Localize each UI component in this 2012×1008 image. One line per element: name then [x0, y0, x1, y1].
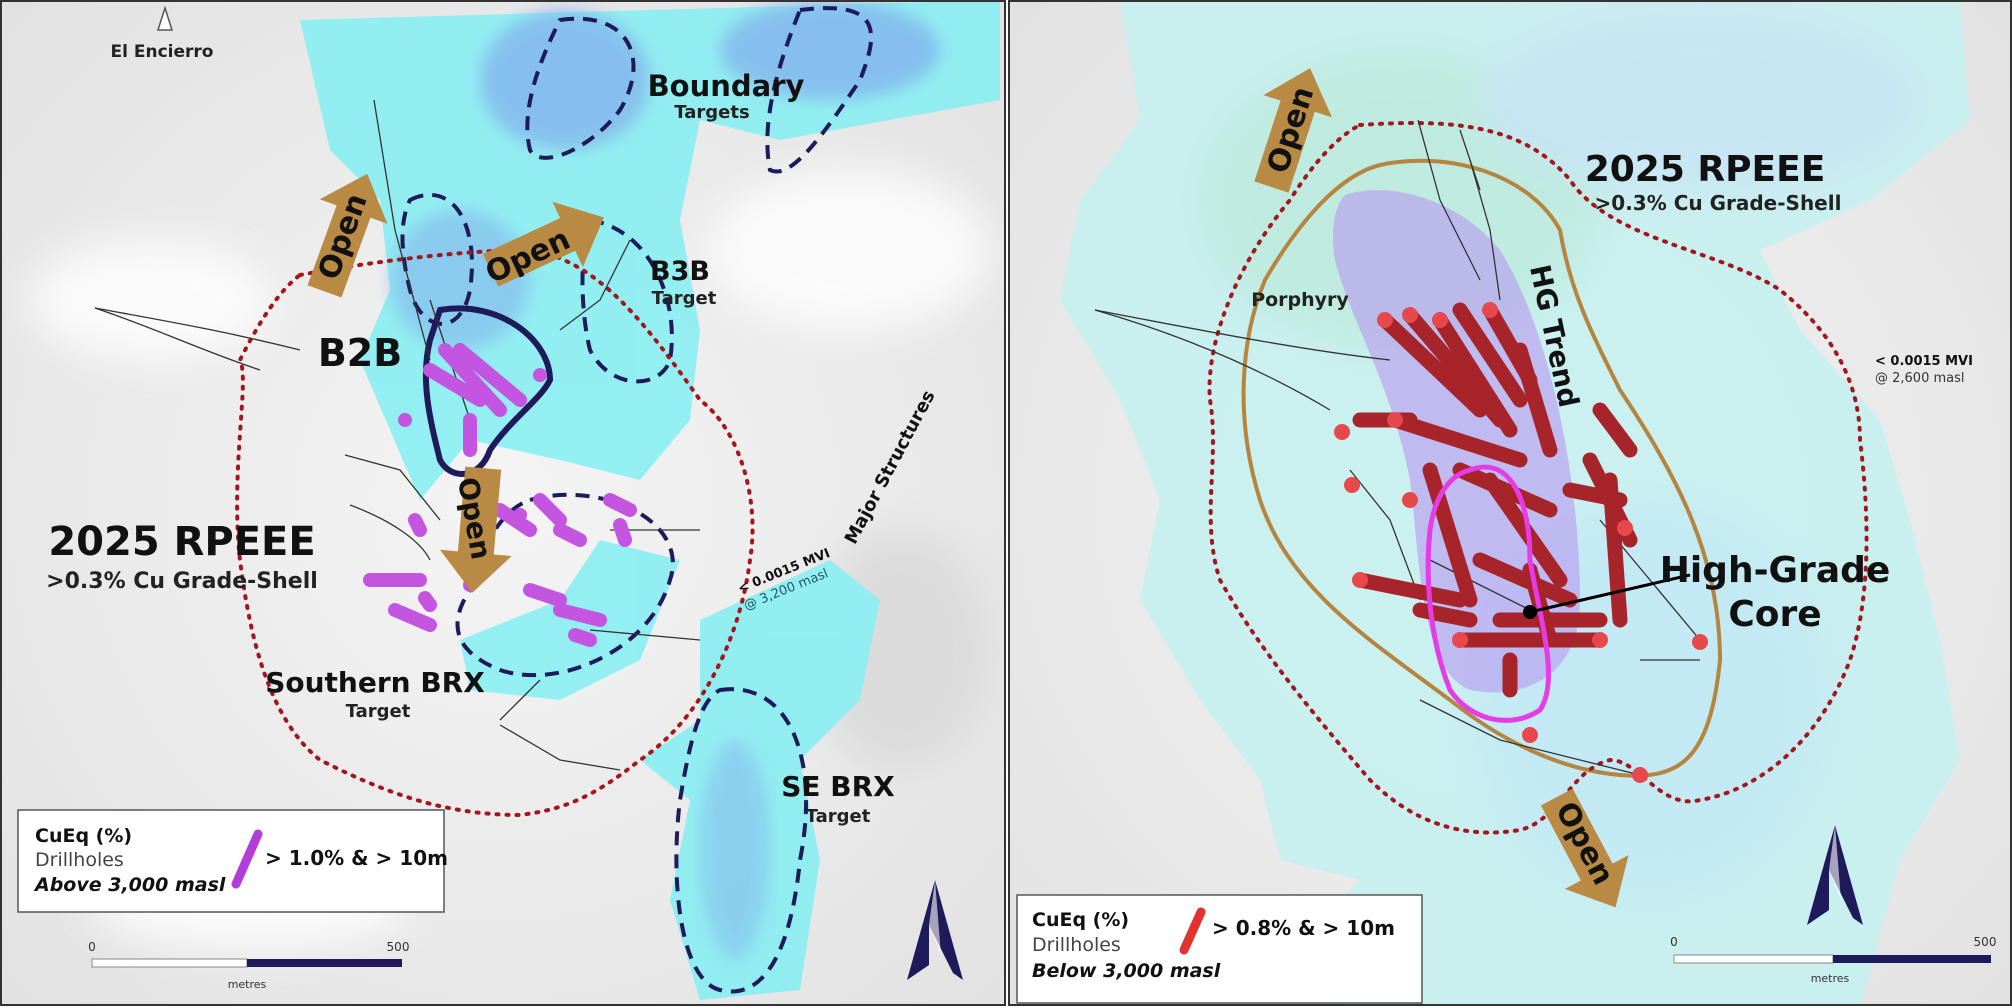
target-label-b3b: B3B: [650, 256, 710, 287]
target-sub-southern-brx: Target: [346, 701, 411, 722]
target-label-se-brx: SE BRX: [781, 770, 895, 803]
place-label: El Encierro: [111, 42, 214, 62]
legend-title: CuEq (%): [35, 825, 132, 847]
target-sub-se-brx: Target: [806, 806, 871, 827]
drillhole-caps-red: [1334, 302, 1708, 783]
legend-line2: Drillholes: [1032, 934, 1121, 956]
legend-line2: Drillholes: [35, 849, 124, 871]
drillhole-swatch-purple: [231, 829, 263, 889]
core-leader-line: [1529, 573, 1691, 614]
left-map-panel: Open Open Open El Encierro Boundary Targ…: [2, 2, 1004, 1004]
legend-line3: Below 3,000 masl: [1032, 960, 1221, 982]
grade-shell-dotted-right: [1207, 121, 1869, 835]
scale-bar-left: 0 500 metres: [88, 940, 409, 991]
mvi-label-right: < 0.0015 MVI: [1875, 354, 1973, 369]
drillhole-traces-left: [94, 99, 701, 771]
scale-end: 500: [1974, 935, 1997, 949]
core-label-1: High-Grade: [1660, 550, 1891, 591]
rpeee-outline-tan: [1241, 158, 1723, 778]
left-panel-border: [0, 0, 1006, 1006]
grade-shell-dotted-left: [235, 247, 755, 818]
rpeee-title-right: 2025 RPEEE: [1585, 149, 1826, 190]
zone-label-b2b: B2B: [318, 331, 402, 375]
target-label-southern-brx: Southern BRX: [265, 666, 485, 699]
scale-end: 500: [387, 940, 410, 954]
target-outlines: [400, 6, 874, 994]
legend-right: CuEq (%) Drillholes Below 3,000 masl > 0…: [1016, 894, 1423, 1004]
target-sub-boundary: Targets: [674, 102, 749, 123]
right-panel-border: [1008, 0, 2012, 1006]
scale-unit: metres: [228, 978, 267, 991]
scale-bar-right: 0 500 metres: [1670, 935, 1996, 985]
core-label-2: Core: [1728, 594, 1821, 635]
b2b-outline: [422, 305, 554, 477]
right-map-panel: Open Open 2025 RPEEE >0.3% Cu Grade-Shel…: [1010, 2, 2010, 1004]
rpeee-sub-left: >0.3% Cu Grade-Shell: [46, 569, 318, 594]
legend-line3: Above 3,000 masl: [33, 874, 226, 896]
scale-start: 0: [88, 940, 96, 954]
legend-item: > 0.8% & > 10m: [1212, 916, 1395, 940]
core-leader-dot: [1523, 605, 1537, 619]
legend-title: CuEq (%): [1032, 909, 1129, 931]
target-label-boundary: Boundary: [648, 69, 805, 103]
porphyry-label: Porphyry: [1251, 289, 1349, 311]
scale-start: 0: [1670, 935, 1678, 949]
mvi-elev-right: @ 2,600 masl: [1875, 371, 1965, 386]
rpeee-title-left: 2025 RPEEE: [48, 519, 315, 565]
legend-left: CuEq (%) Drillholes Above 3,000 masl > 1…: [17, 809, 448, 913]
scale-unit: metres: [1811, 972, 1850, 985]
drillholes-purple: [363, 343, 637, 647]
rpeee-sub-right: >0.3% Cu Grade-Shell: [1595, 191, 1842, 215]
drillhole-swatch-red: [1179, 907, 1206, 955]
place-marker-icon: [156, 5, 174, 31]
high-grade-core-outline: [1425, 464, 1552, 723]
target-sub-b3b: Target: [652, 288, 717, 309]
legend-item: > 1.0% & > 10m: [265, 846, 448, 870]
